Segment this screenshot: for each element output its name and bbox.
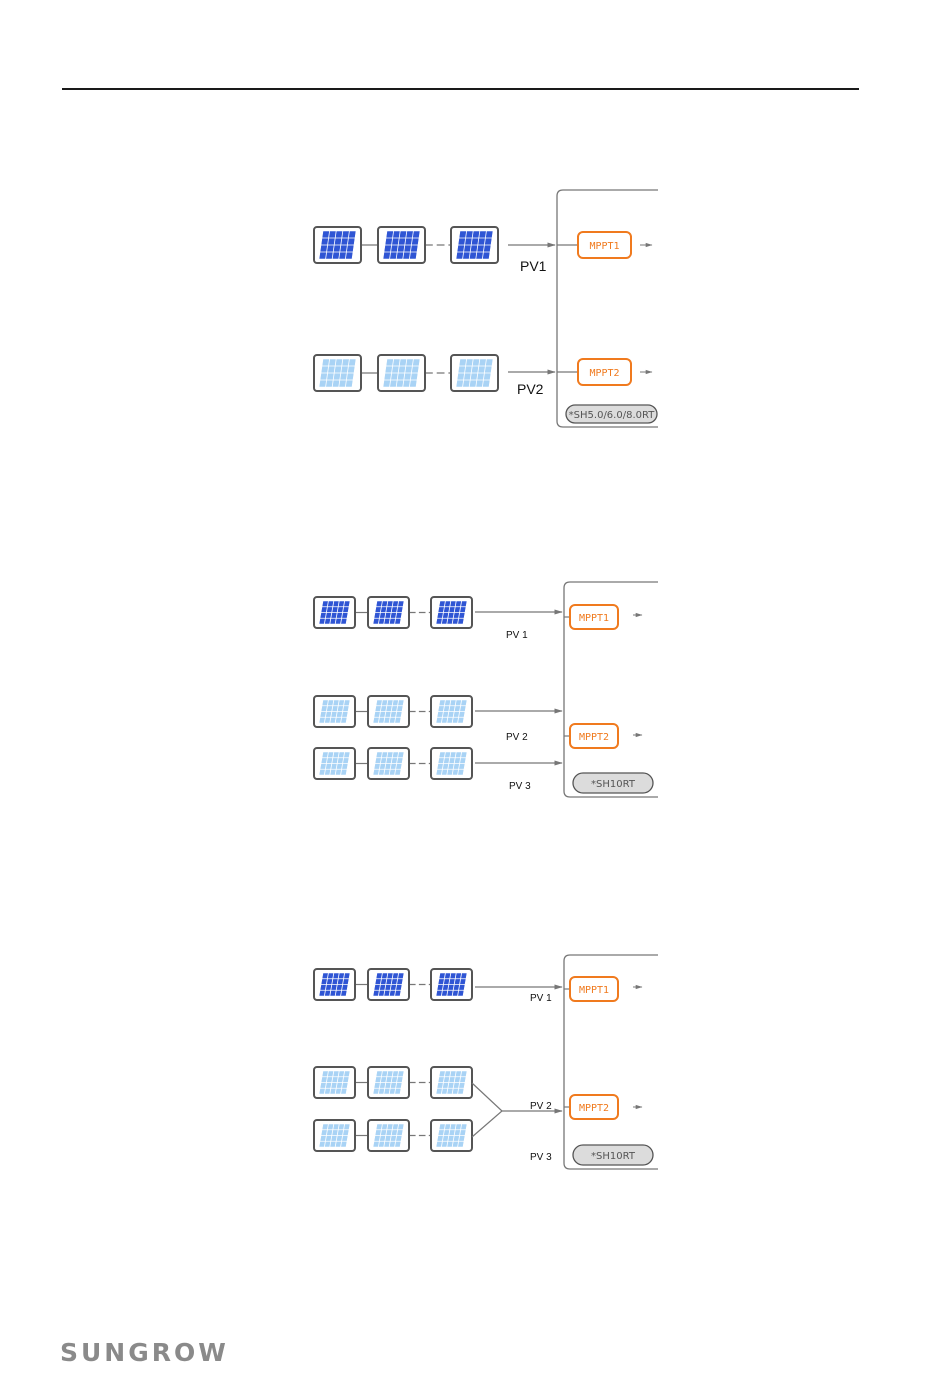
pv-module-icon — [314, 1120, 355, 1151]
pv3-label: PV 3 — [509, 781, 531, 792]
mppt2-label: MPPT2 — [579, 1103, 609, 1114]
pv-module-icon — [431, 696, 472, 727]
diagram-2: PV 1 PV 2 PV 3 MPPT1 MPPT2 *SH10RT — [314, 582, 658, 797]
mppt2-label: MPPT2 — [589, 368, 619, 379]
pv-module-icon — [431, 1120, 472, 1151]
pv-module-icon — [431, 1067, 472, 1098]
pv-module-icon — [378, 355, 425, 391]
string-pv1 — [314, 597, 472, 628]
pv-module-icon — [314, 597, 355, 628]
pv-module-icon — [368, 969, 409, 1000]
pv-module-icon — [314, 969, 355, 1000]
parallel-junction — [472, 1083, 502, 1137]
string-pv3 — [314, 1120, 472, 1151]
pv2-label: PV2 — [517, 381, 544, 397]
pv-module-icon — [314, 748, 355, 779]
pv1-label: PV1 — [520, 258, 547, 274]
pv-module-icon — [368, 748, 409, 779]
diagram-1: PV1 PV2 MPPT1 MPPT2 *SH5.0/6.0/8.0RT — [314, 190, 658, 427]
pv-module-icon — [378, 227, 425, 263]
string-pv1 — [314, 969, 472, 1000]
pv3-label: PV 3 — [530, 1152, 552, 1163]
sungrow-logo: SUNGROW — [60, 1338, 229, 1367]
pv2-label: PV 2 — [506, 732, 528, 743]
pv-module-icon — [368, 597, 409, 628]
pv-module-icon — [314, 355, 361, 391]
model-label: *SH5.0/6.0/8.0RT — [569, 410, 656, 421]
pv-module-icon — [368, 696, 409, 727]
pv-module-icon — [314, 227, 361, 263]
mppt1-label: MPPT1 — [589, 241, 619, 252]
pv-module-icon — [431, 969, 472, 1000]
pv-module-icon — [431, 597, 472, 628]
inverter-frame — [557, 190, 658, 427]
pv1-label: PV 1 — [530, 993, 552, 1004]
pv-module-icon — [368, 1120, 409, 1151]
pv-module-icon — [314, 1067, 355, 1098]
mppt1-label: MPPT1 — [579, 613, 609, 624]
string-pv2 — [314, 696, 472, 727]
pv-module-icon — [451, 227, 498, 263]
mppt1-label: MPPT1 — [579, 985, 609, 996]
string-pv3 — [314, 748, 472, 779]
string-pv2 — [314, 355, 498, 391]
pv-module-icon — [368, 1067, 409, 1098]
string-pv1 — [314, 227, 498, 263]
model-label: *SH10RT — [591, 779, 636, 790]
string-pv2 — [314, 1067, 472, 1098]
mppt2-label: MPPT2 — [579, 732, 609, 743]
pv2-label: PV 2 — [530, 1101, 552, 1112]
pv-module-icon — [451, 355, 498, 391]
pv-module-icon — [431, 748, 472, 779]
diagram-3: PV 1 PV 2 PV 3 MPPT1 MPPT2 *SH10RT — [314, 955, 658, 1169]
pv1-label: PV 1 — [506, 630, 528, 641]
model-label: *SH10RT — [591, 1151, 636, 1162]
pv-module-icon — [314, 696, 355, 727]
